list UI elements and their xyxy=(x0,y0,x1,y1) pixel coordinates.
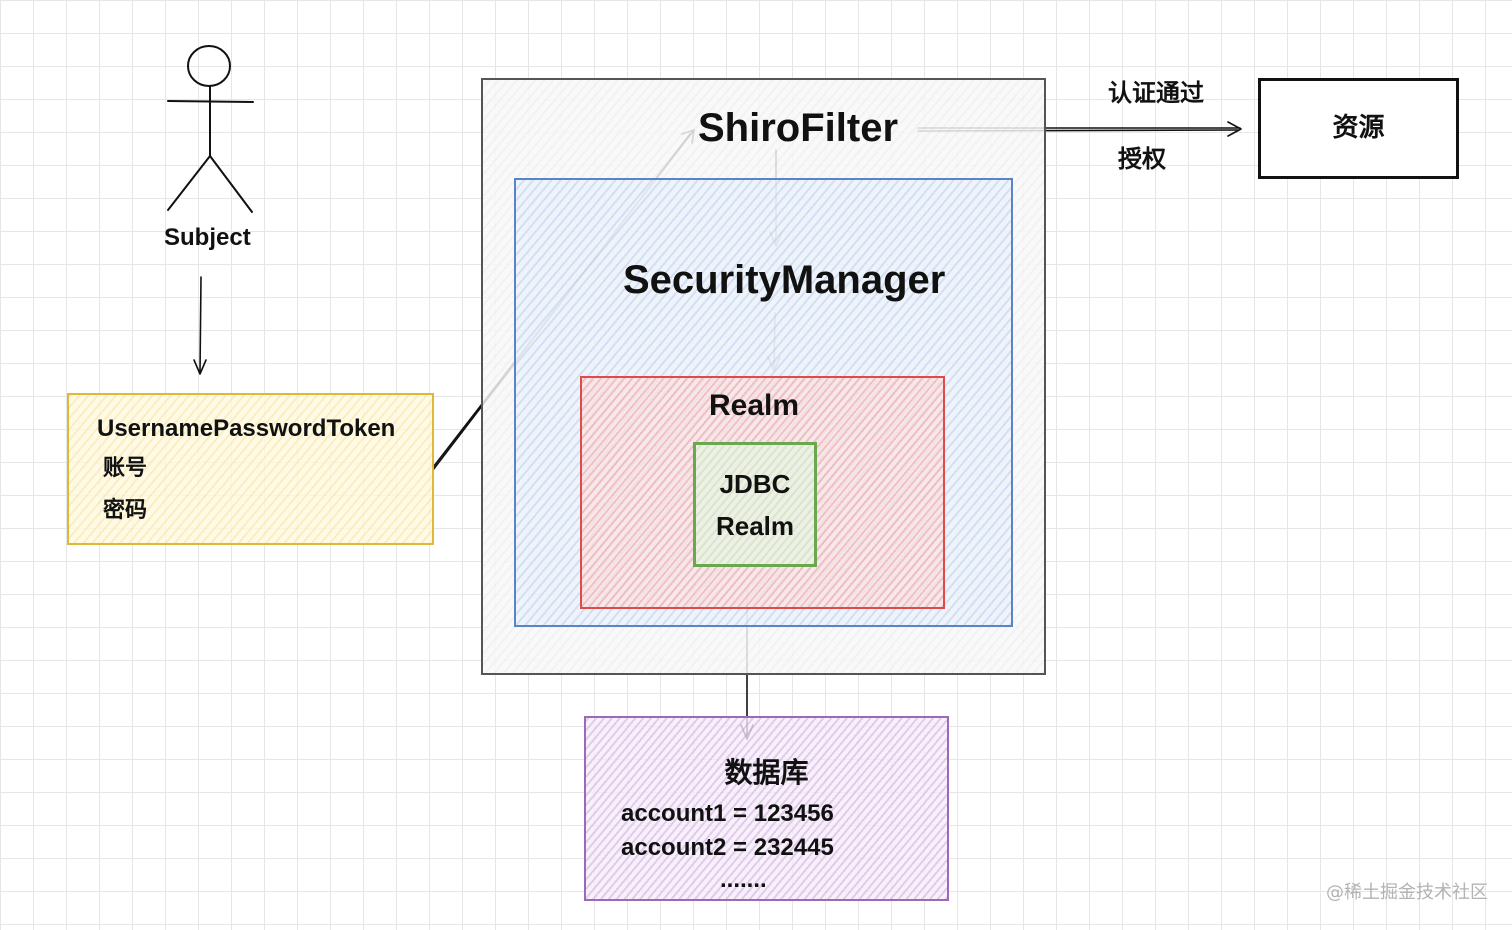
shirofilter-label: ShiroFilter xyxy=(698,106,899,150)
resource-label: 资源 xyxy=(1332,113,1385,143)
edge-label-authentication: 认证通过 xyxy=(1108,79,1204,107)
database-box: 数据库 account1 = 123456 account2 = 232445 … xyxy=(584,716,949,901)
token-title: UsernamePasswordToken xyxy=(97,415,396,442)
subject-label: Subject xyxy=(164,224,251,251)
database-title: 数据库 xyxy=(724,756,809,789)
arrow-subject-to-token xyxy=(193,276,207,375)
jdbc-realm-line2: Realm xyxy=(715,511,795,541)
realm-box: Realm xyxy=(580,376,945,609)
realm-label: Realm xyxy=(709,389,800,422)
database-row-1: account1 = 123456 xyxy=(621,800,834,827)
token-field-password: 密码 xyxy=(103,498,148,523)
subject-figure xyxy=(167,45,254,213)
jdbc-realm-box: JDBC Realm xyxy=(693,442,817,567)
jdbc-realm-line1: JDBC xyxy=(719,469,791,499)
resource-box: 资源 xyxy=(1258,78,1459,179)
watermark: @稀土掘金技术社区 xyxy=(1326,882,1488,903)
token-box: UsernamePasswordToken 账号 密码 xyxy=(67,393,434,545)
edge-label-authorization: 授权 xyxy=(1118,145,1166,173)
securitymanager-label: SecurityManager xyxy=(623,258,946,302)
database-row-ellipsis: ....... xyxy=(720,866,767,893)
database-row-2: account2 = 232445 xyxy=(621,834,834,861)
token-field-account: 账号 xyxy=(103,456,148,481)
